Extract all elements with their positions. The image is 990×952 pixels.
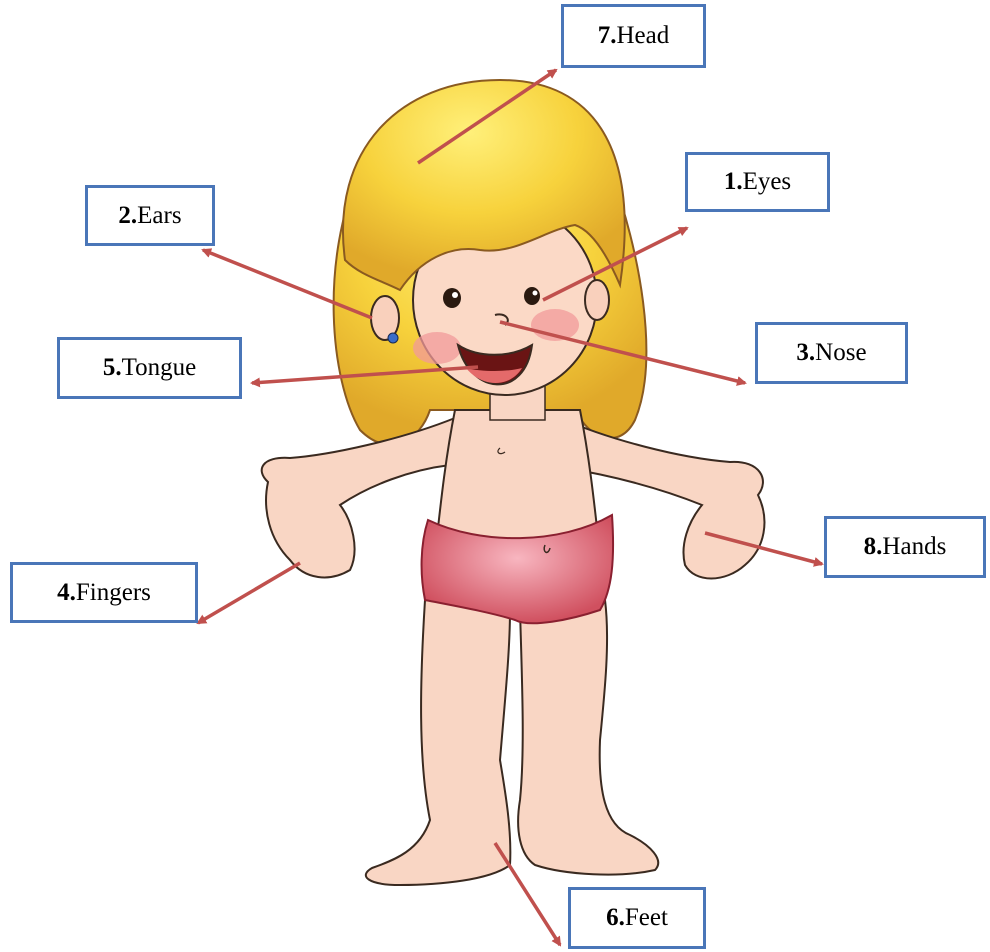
right-eye [524,287,540,305]
label-fingers: 4.Fingers [10,562,198,623]
right-ear [585,280,609,320]
arrow-fingers [198,563,300,623]
label-ears: 2.Ears [85,185,215,246]
left-eye [443,288,461,308]
label-feet: 6.Feet [568,887,706,949]
label-eyes: 1.Eyes [685,152,830,212]
label-nose: 3.Nose [755,322,908,384]
label-tongue: 5.Tongue [57,337,242,399]
label-hands: 8.Hands [824,516,986,578]
right-leg [518,600,658,875]
left-leg [366,600,511,885]
label-head: 7.Head [561,4,706,68]
